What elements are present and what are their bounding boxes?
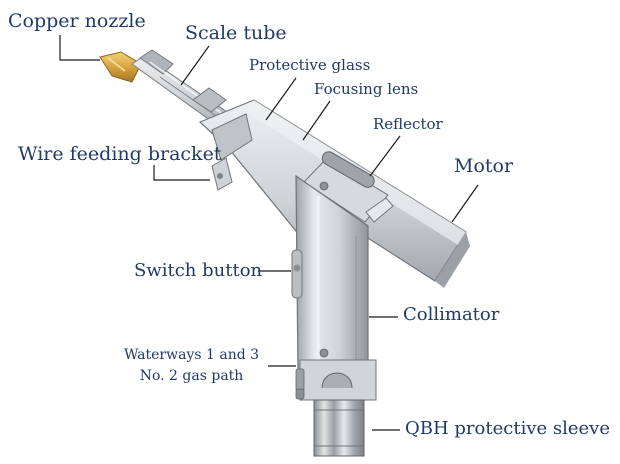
label-qbh-protective-sleeve: QBH protective sleeve: [405, 418, 610, 439]
switch-button-part: [291, 249, 303, 299]
qbh-sleeve-part: [313, 399, 365, 457]
label-wire-feeding-bracket: Wire feeding bracket: [18, 143, 222, 165]
label-reflector: Reflector: [373, 115, 443, 133]
label-motor: Motor: [454, 155, 514, 177]
label-protective-glass: Protective glass: [249, 56, 371, 74]
leader-motor: [451, 184, 479, 223]
label-waterways-line2: No. 2 gas path: [139, 368, 244, 384]
label-copper-nozzle: Copper nozzle: [8, 10, 146, 32]
waterways-collar: [295, 359, 377, 401]
leader-scale-tube: [180, 45, 210, 86]
copper-nozzle-part: [99, 51, 142, 83]
label-collimator: Collimator: [403, 304, 500, 325]
leader-reflector: [369, 135, 401, 177]
scale-tube-part: [131, 49, 237, 132]
leader-protective-glass: [265, 77, 297, 121]
reflector-housing: [303, 151, 394, 223]
label-switch-button: Switch button: [134, 260, 263, 281]
wire-feeding-bracket-part: [211, 157, 233, 191]
leader-lines: [59, 35, 479, 431]
reflector-slot: [321, 151, 375, 188]
leader-wire-feeding-bracket: [153, 165, 210, 181]
leader-focusing-lens: [302, 100, 331, 141]
label-scale-tube: Scale tube: [185, 22, 287, 44]
label-waterways-line1: Waterways 1 and 3: [124, 347, 260, 363]
label-waterways: Waterways 1 and 3 No. 2 gas path: [124, 345, 259, 387]
label-focusing-lens: Focusing lens: [314, 80, 419, 98]
leader-copper-nozzle: [59, 35, 100, 61]
